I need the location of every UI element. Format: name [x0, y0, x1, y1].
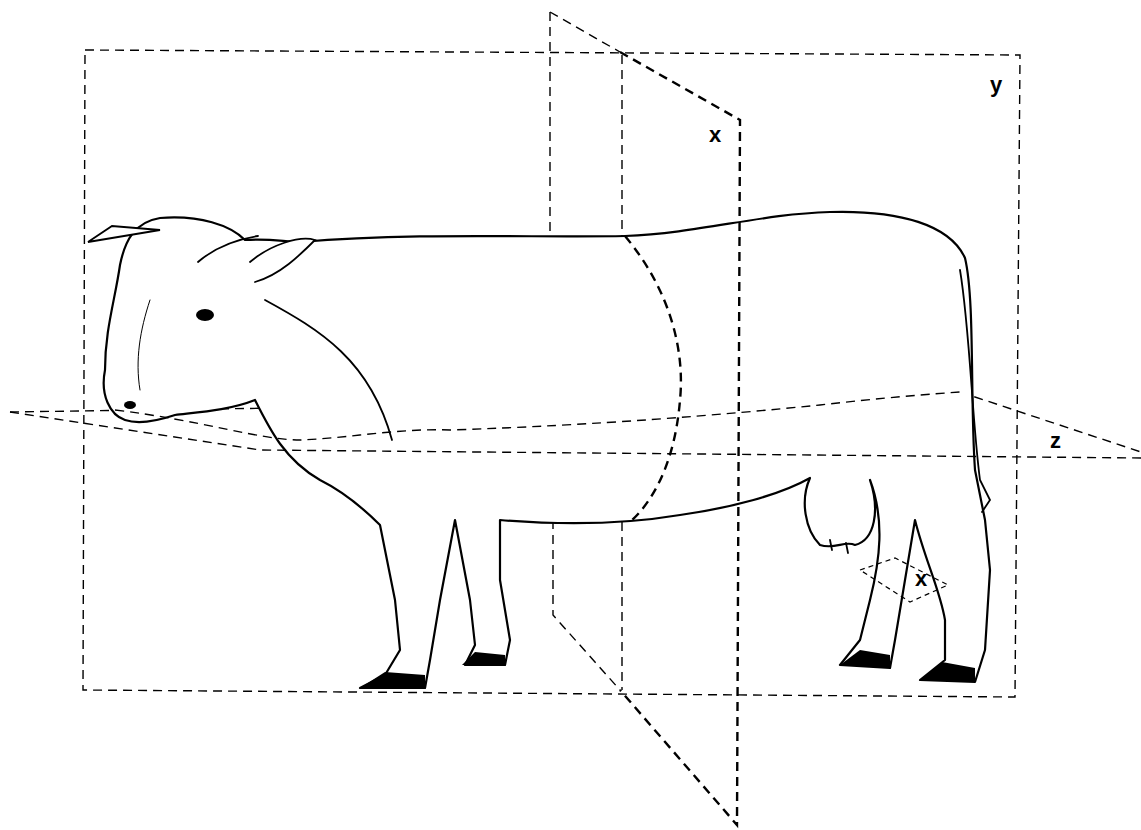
cow-body [104, 212, 990, 688]
dorsal-plane-edge [10, 412, 1141, 458]
limb-transverse-plane [860, 558, 948, 602]
transverse-plane-edge [550, 12, 620, 52]
hooves [360, 650, 975, 688]
transverse-plane-edge [620, 52, 740, 825]
cow-eye [196, 309, 214, 321]
median-plane [83, 50, 1020, 697]
cow-ear [250, 239, 315, 282]
dorsal-section [115, 392, 960, 440]
face-line [138, 300, 150, 390]
cow-tail [960, 270, 990, 512]
shoulder-line [265, 300, 392, 440]
cow-horn [198, 236, 258, 262]
cow-nostril [124, 401, 136, 409]
plane-label: x [709, 124, 721, 146]
cow-ear [88, 226, 160, 242]
teat [830, 540, 848, 553]
plane-label: z [1050, 430, 1061, 452]
plane-label: y [990, 74, 1002, 96]
transverse-section [625, 236, 681, 522]
plane-label: x [915, 568, 927, 590]
